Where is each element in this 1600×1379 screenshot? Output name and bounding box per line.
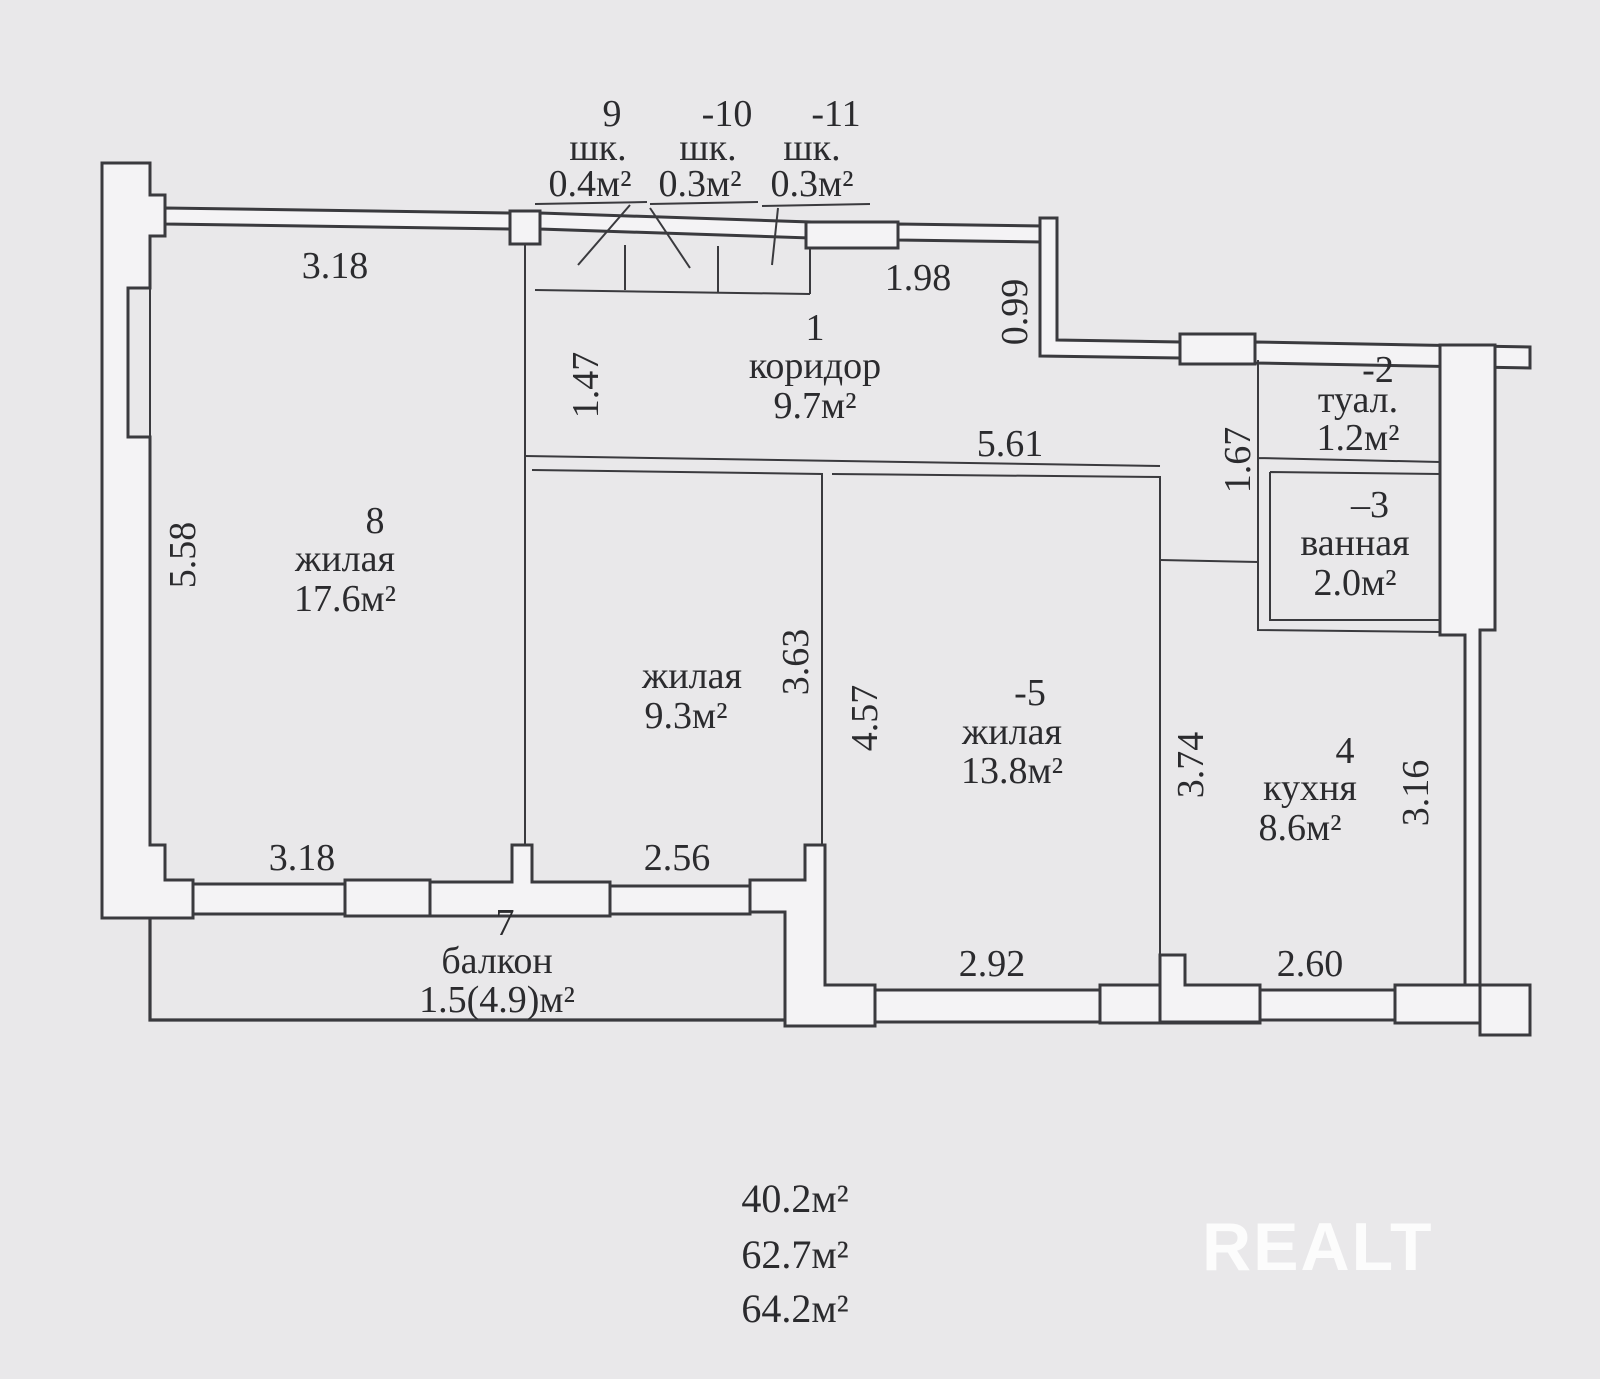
total-living-area: 40.2м² (741, 1176, 848, 1221)
room6-box (531, 469, 1161, 955)
closet9-number: 9 (603, 93, 622, 135)
dim-bottom-left: 3.18 (269, 837, 336, 879)
corridor-step-wall (1038, 216, 1182, 360)
realt-logo-text: REALT (1202, 1214, 1434, 1278)
walls (100, 161, 1532, 1037)
closet-underlines (534, 201, 871, 207)
living6-area: 9.3м² (645, 695, 728, 737)
closet-leaders (577, 204, 779, 269)
partition-corridor-bottom (524, 455, 1161, 467)
kitchen-window (1393, 983, 1482, 1025)
living5-name: жилая (961, 711, 1062, 753)
dim-room5-height: 4.57 (844, 685, 886, 752)
kitchen-area: 8.6м² (1259, 807, 1342, 849)
top-wall-left (163, 206, 512, 231)
living5-area: 13.8м² (961, 750, 1063, 792)
closet9-name: шк. (569, 127, 626, 169)
closet9-area: 0.4м² (549, 163, 632, 205)
toilet-area: 1.2м² (1317, 417, 1400, 459)
closet10-name: шк. (679, 127, 736, 169)
kitchen-name: кухня (1263, 767, 1357, 809)
closet11-number: -11 (811, 93, 860, 135)
dim-room6-height: 3.63 (775, 629, 817, 696)
living5-number: -5 (1014, 672, 1046, 714)
dim-kitchen-bottom: 2.60 (1277, 943, 1344, 985)
bottom-wall-far-right (1478, 983, 1532, 1037)
closets-line (534, 245, 811, 295)
bottom-wall-room5 (873, 988, 1102, 1024)
bath-area: 2.0м² (1314, 562, 1397, 604)
kitchen-top-window (1178, 332, 1257, 366)
dim-corridor-step: 0.99 (994, 279, 1036, 346)
balcony-area: 1.5(4.9)м² (419, 979, 575, 1021)
corridor-name: коридор (749, 345, 881, 387)
dim-toilet-height: 1.67 (1217, 427, 1259, 494)
dim-room6-bottom: 2.56 (644, 837, 711, 879)
closet10-area: 0.3м² (659, 163, 742, 205)
bottom-column-right (748, 843, 877, 1028)
right-outer-wall (1438, 343, 1497, 992)
dim-corridor-height: 1.47 (565, 352, 607, 419)
toilet-number: -2 (1362, 349, 1394, 391)
bath-walls (1159, 360, 1441, 633)
corridor-area: 9.7м² (774, 385, 857, 427)
top-column (508, 209, 542, 246)
dim-left-height: 5.58 (162, 522, 204, 589)
bottom-left-wall (191, 882, 347, 916)
dim-kitchen-left: 3.74 (1170, 732, 1212, 799)
total-area: 62.7м² (741, 1232, 848, 1277)
living8-area: 17.6м² (294, 578, 396, 620)
closet-labels: 9 -10 -11 шк. шк. шк. 0.4м² 0.3м² 0.3м² (534, 93, 871, 269)
closet11-name: шк. (783, 127, 840, 169)
living6-name: жилая (641, 655, 742, 697)
balcony-door (343, 878, 432, 918)
top-wall-mid (538, 211, 812, 240)
living8-number: 8 (366, 500, 385, 542)
balcony-number: 7 (496, 902, 515, 944)
totals: 40.2м² 62.7м² 64.2м² (741, 1176, 848, 1331)
kitchen-bottom-wall (1258, 988, 1397, 1022)
kitchen-number: 4 (1336, 730, 1355, 772)
living8-name: жилая (294, 538, 395, 580)
realt-logo: REALT (1202, 1214, 1434, 1278)
bath-name: ванная (1300, 522, 1409, 564)
balcony-outline (148, 918, 785, 1022)
kitchen-bottom-left (1158, 953, 1262, 1024)
closet10-number: -10 (702, 93, 753, 135)
dim-top-left: 3.18 (302, 245, 369, 287)
dimension-labels: 3.18 1.98 5.61 3.18 2.56 2.92 2.60 5.58 … (162, 245, 1437, 985)
dim-kitchen-right: 3.16 (1395, 760, 1437, 827)
dim-corridor-bottom: 5.61 (977, 423, 1044, 465)
column-mid (428, 843, 612, 918)
room-labels: 1 коридор 9.7м² -2 туал. 1.2м² –3 ванная… (294, 307, 1410, 1021)
top-wall-right (896, 222, 1044, 244)
toilet-name: туал. (1318, 379, 1398, 421)
total-area-with-balcony: 64.2м² (741, 1286, 848, 1331)
left-window (127, 287, 151, 438)
bath-number: –3 (1350, 484, 1389, 526)
bottom-mid-wall (608, 884, 752, 916)
top-window-block (804, 220, 900, 250)
corridor-number: 1 (806, 307, 825, 349)
closet11-area: 0.3м² (771, 163, 854, 205)
dim-room5-bottom: 2.92 (959, 943, 1026, 985)
dim-corridor-top: 1.98 (885, 257, 952, 299)
balcony-name: балкон (441, 940, 552, 982)
